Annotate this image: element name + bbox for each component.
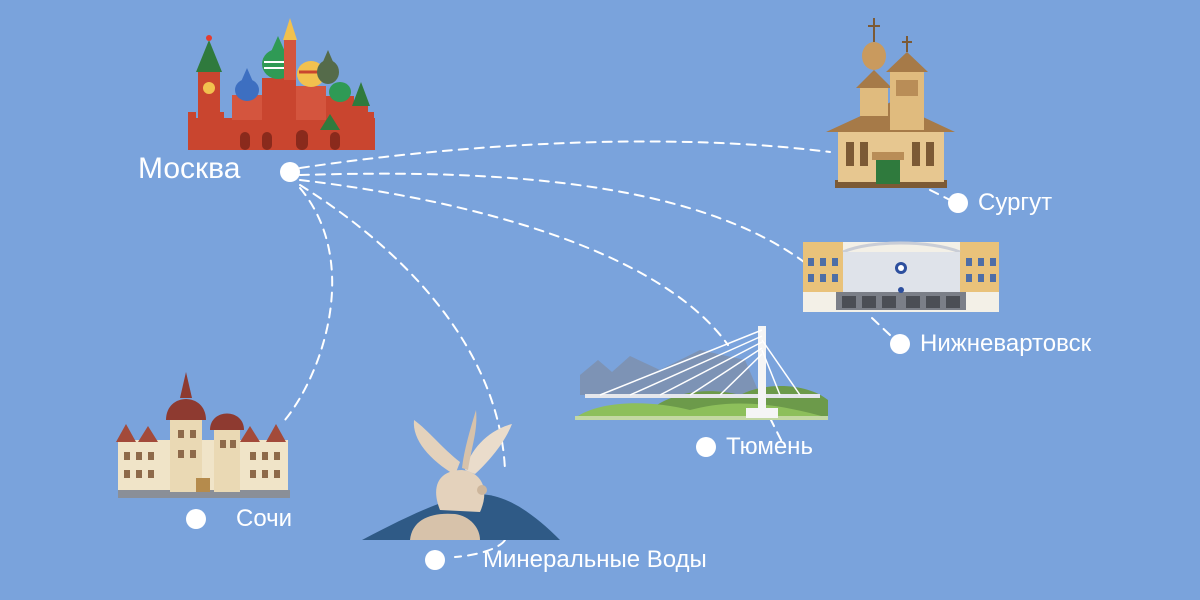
city-dot-sochi[interactable] <box>186 509 206 529</box>
castle-hotel-icon <box>116 372 290 498</box>
route-moscow-sochi <box>284 187 334 421</box>
station-building-icon <box>803 241 999 312</box>
kremlin-icon <box>188 18 375 150</box>
route-moscow-surgut <box>299 140 831 169</box>
city-dot-surgut[interactable] <box>948 193 968 213</box>
city-dot-tyumen[interactable] <box>696 437 716 457</box>
city-label-nizhnevartovsk[interactable]: Нижневартовск <box>920 330 1092 357</box>
route-moscow-mineralnye-vody <box>299 184 506 471</box>
route-tail-mineralnye-vody <box>454 539 506 558</box>
route-tail-surgut <box>929 189 951 201</box>
city-label-surgut[interactable]: Сургут <box>978 189 1053 216</box>
city-label-tyumen[interactable]: Тюмень <box>726 433 813 460</box>
city-label-mineralnye-vody[interactable]: Минеральные Воды <box>483 546 707 573</box>
city-label-sochi[interactable]: Сочи <box>236 505 293 532</box>
bridge-icon <box>575 326 828 420</box>
route-moscow-nizhnevartovsk <box>299 172 809 266</box>
wooden-church-icon <box>826 18 955 188</box>
city-dots <box>186 162 968 570</box>
route-moscow-tyumen <box>299 179 729 346</box>
city-dot-moscow[interactable] <box>280 162 300 182</box>
route-tail-tyumen <box>769 417 783 443</box>
route-tail-nizhnevartovsk <box>871 317 891 336</box>
routes <box>284 140 951 558</box>
city-label-moscow[interactable]: Москва <box>138 152 241 185</box>
eagle-statue-icon <box>362 410 560 540</box>
city-dot-mineralnye-vody[interactable] <box>425 550 445 570</box>
city-dot-nizhnevartovsk[interactable] <box>890 334 910 354</box>
